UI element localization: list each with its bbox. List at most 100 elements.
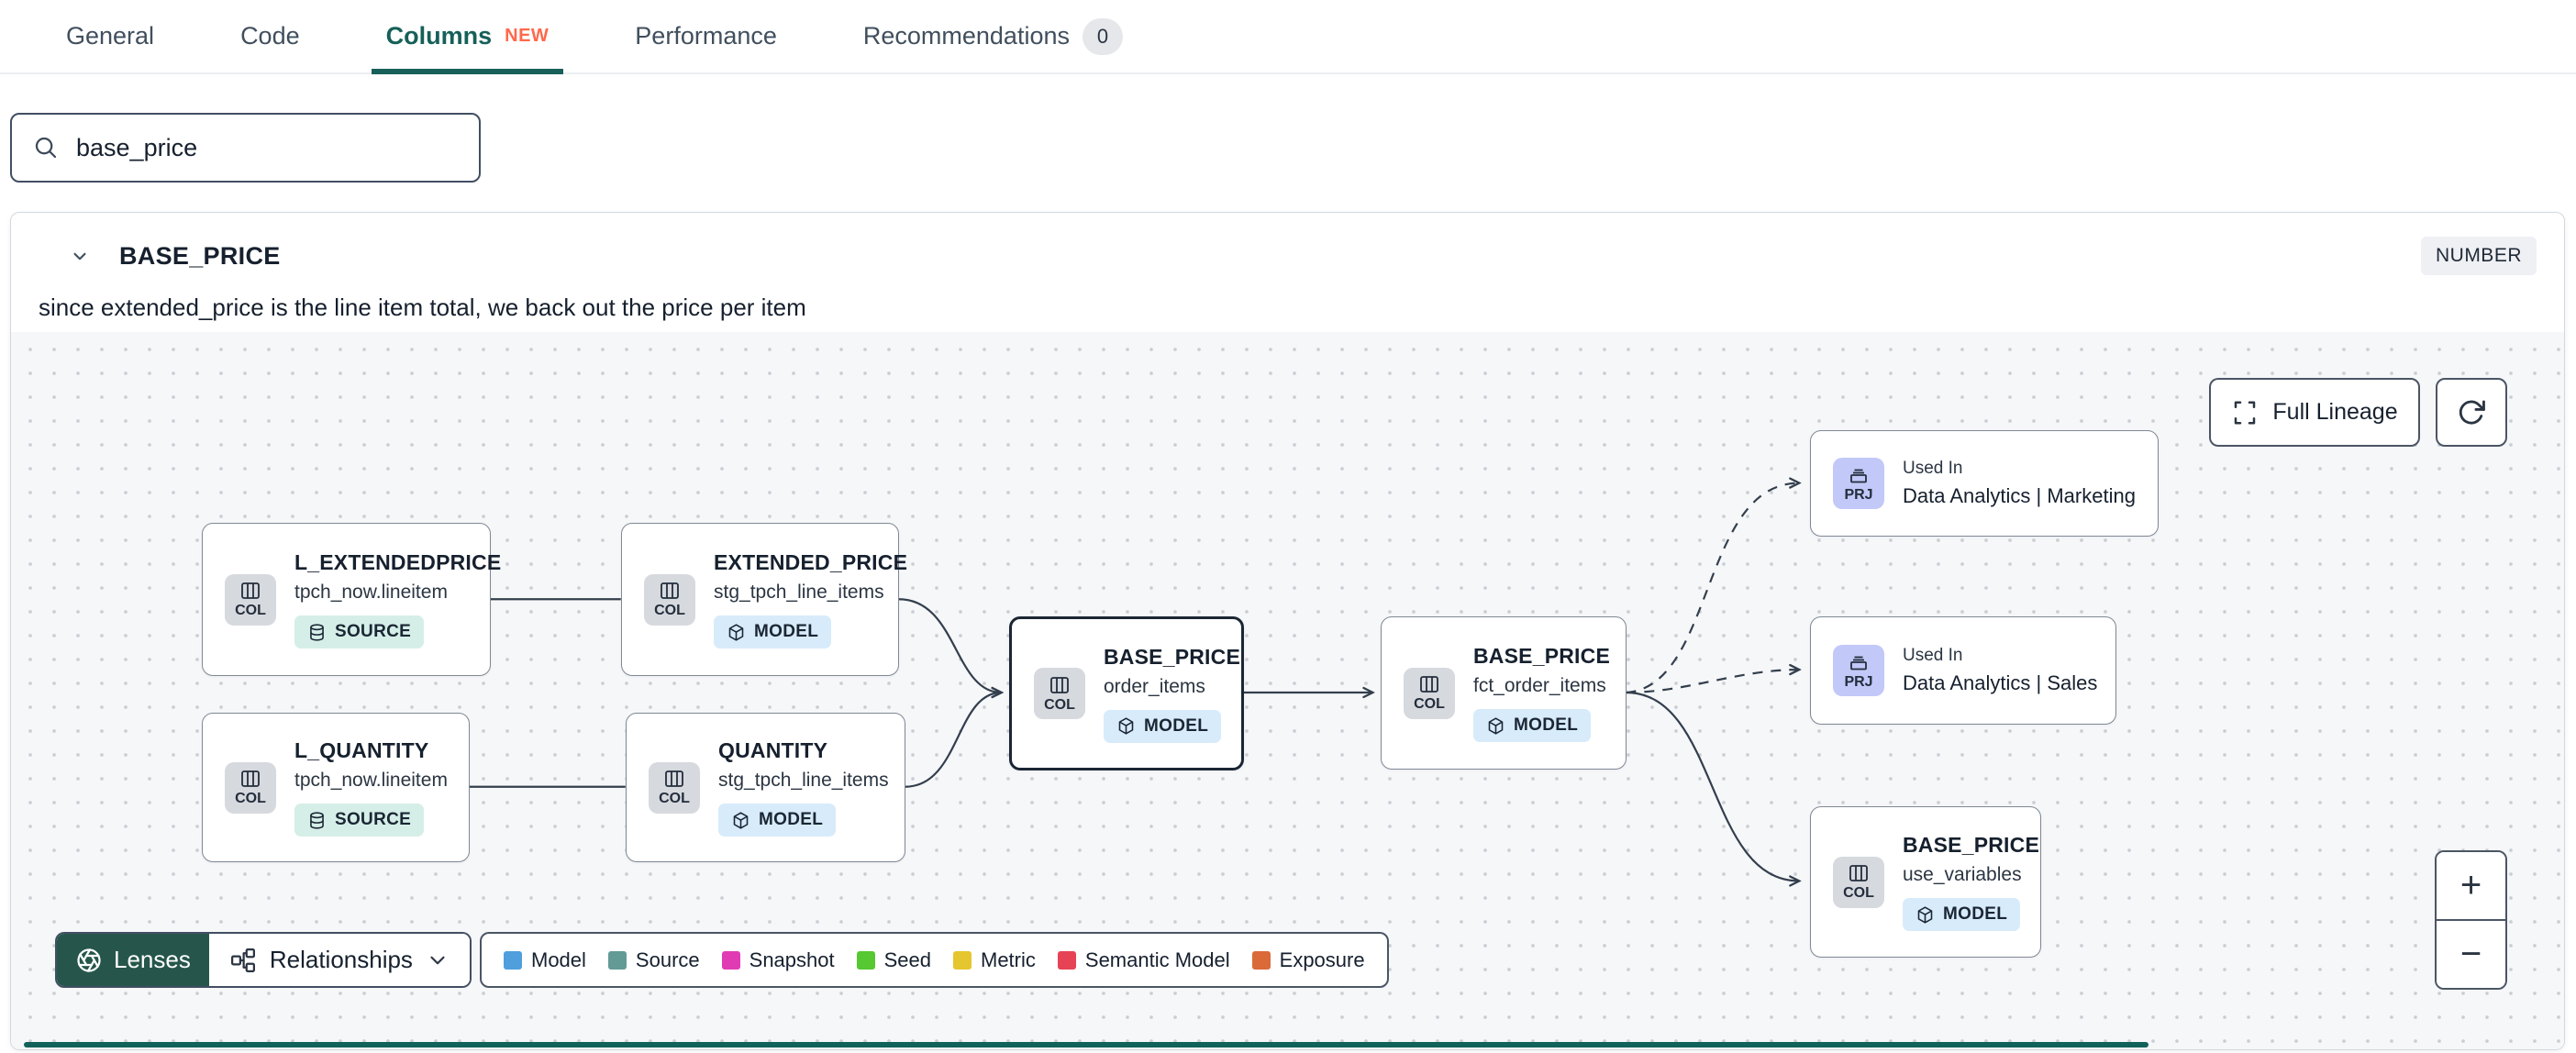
project-chip: PRJ xyxy=(1833,645,1884,696)
source-badge: SOURCE xyxy=(294,615,425,648)
lenses-button[interactable]: Lenses xyxy=(57,934,209,986)
new-badge: NEW xyxy=(505,26,550,46)
columns-icon xyxy=(241,770,260,787)
legend-item-metric: Metric xyxy=(953,948,1036,972)
legend-label: Seed xyxy=(883,948,931,971)
search-box[interactable] xyxy=(10,113,481,183)
legend-item-source: Source xyxy=(607,948,700,972)
tab-columns-label: Columns xyxy=(385,22,493,50)
tab-performance[interactable]: Performance xyxy=(635,0,777,72)
node-subtitle: tpch_now.lineitem xyxy=(294,582,448,603)
badge-label: SOURCE xyxy=(335,622,412,641)
chip-label: COL xyxy=(1414,696,1445,712)
collapse-chevron-icon[interactable] xyxy=(64,240,95,272)
legend-item-exposure: Exposure xyxy=(1251,948,1365,972)
legend-item-model: Model xyxy=(504,948,586,972)
model-badge: MODEL xyxy=(1473,709,1592,742)
semantic-model-swatch xyxy=(1057,950,1076,970)
tab-recommendations-label: Recommendations xyxy=(862,22,1070,50)
lineage-node-l-extendedprice[interactable]: COL L_EXTENDEDPRICE tpch_now.lineitem SO… xyxy=(202,523,501,676)
archive-icon xyxy=(1850,469,1867,482)
chip-label: COL xyxy=(659,791,690,806)
aperture-icon xyxy=(77,948,101,972)
cube-icon xyxy=(1917,905,1933,924)
node-title: Data Analytics | Marketing xyxy=(1903,484,2136,507)
expand-icon xyxy=(2235,401,2256,424)
full-lineage-label: Full Lineage xyxy=(2272,399,2398,425)
node-subtitle: stg_tpch_line_items xyxy=(714,582,884,603)
node-subtitle: use_variables xyxy=(1903,864,2022,885)
column-description: since extended_price is the line item to… xyxy=(39,294,806,321)
chip-label: PRJ xyxy=(1844,486,1873,503)
legend-label: Snapshot xyxy=(749,948,835,971)
node-title: BASE_PRICE xyxy=(1473,644,1610,668)
node-title: L_EXTENDEDPRICE xyxy=(294,550,502,574)
relationships-dropdown[interactable]: Relationships xyxy=(208,934,470,986)
node-subtitle: order_items xyxy=(1104,675,1205,697)
model-badge: MODEL xyxy=(714,615,832,648)
lineage-node-base-price-use-variables[interactable]: COL BASE_PRICE use_variables MODEL xyxy=(1810,806,2041,958)
badge-label: MODEL xyxy=(1514,715,1579,735)
columns-icon xyxy=(1050,676,1069,693)
badge-label: MODEL xyxy=(1943,904,2008,924)
node-subtitle: stg_tpch_line_items xyxy=(718,770,889,791)
lineage-node-quantity[interactable]: COL QUANTITY stg_tpch_line_items MODEL xyxy=(626,713,905,862)
source-badge: SOURCE xyxy=(294,804,425,837)
zoom-in-button[interactable]: + xyxy=(2437,852,2505,919)
model-badge: MODEL xyxy=(1903,898,2021,931)
tab-recommendations[interactable]: Recommendations 0 xyxy=(863,0,1123,72)
detail-tabbar: General Code Columns NEW Performance Rec… xyxy=(0,0,2576,74)
node-title: L_QUANTITY xyxy=(294,738,429,762)
model-swatch xyxy=(504,950,522,970)
model-badge: MODEL xyxy=(718,804,837,837)
exposure-swatch xyxy=(1251,950,1271,970)
legend-item-snapshot: Snapshot xyxy=(721,948,835,972)
node-title: Data Analytics | Sales xyxy=(1903,671,2098,694)
tab-general[interactable]: General xyxy=(66,0,154,72)
columns-icon xyxy=(1420,676,1438,693)
badge-label: SOURCE xyxy=(335,810,412,829)
column-chip: COL xyxy=(649,761,700,814)
tab-code-label: Code xyxy=(240,22,300,50)
node-title: BASE_PRICE xyxy=(1104,644,1240,669)
zoom-out-button[interactable]: − xyxy=(2437,919,2505,988)
legend-item-seed: Seed xyxy=(856,948,931,972)
chip-label: COL xyxy=(235,791,266,806)
legend-label: Model xyxy=(531,948,586,971)
lineage-node-base-price-order-items[interactable]: COL BASE_PRICE order_items MODEL xyxy=(1009,616,1244,770)
columns-icon xyxy=(241,582,260,599)
tab-general-label: General xyxy=(66,22,155,50)
refresh-icon xyxy=(2459,400,2485,425)
node-subtitle: fct_order_items xyxy=(1473,675,1606,696)
node-title: QUANTITY xyxy=(718,738,828,762)
legend-label: Exposure xyxy=(1279,948,1365,971)
column-chip: COL xyxy=(225,573,276,626)
full-lineage-button[interactable]: Full Lineage xyxy=(2209,378,2420,447)
node-title: EXTENDED_PRICE xyxy=(714,550,908,574)
legend-label: Semantic Model xyxy=(1084,948,1230,971)
lineage-node-extended-price[interactable]: COL EXTENDED_PRICE stg_tpch_line_items M… xyxy=(621,523,907,676)
lineage-canvas[interactable]: COL L_EXTENDEDPRICE tpch_now.lineitem SO… xyxy=(11,332,2564,1049)
source-swatch xyxy=(607,950,627,970)
database-icon xyxy=(310,811,324,829)
column-search-input[interactable] xyxy=(76,133,459,162)
tab-columns[interactable]: Columns NEW xyxy=(371,0,563,74)
lineage-node-used-in-marketing[interactable]: PRJ Used In Data Analytics | Marketing xyxy=(1810,430,2159,537)
zoom-control: + − xyxy=(2435,850,2507,990)
lineage-node-used-in-sales[interactable]: PRJ Used In Data Analytics | Sales xyxy=(1810,616,2116,725)
node-title: BASE_PRICE xyxy=(1903,833,2039,857)
column-chip: COL xyxy=(1404,667,1455,719)
search-icon xyxy=(35,137,57,159)
lineage-node-l-quantity[interactable]: COL L_QUANTITY tpch_now.lineitem SOURCE xyxy=(202,713,470,862)
lineage-node-base-price-fct-order-items[interactable]: COL BASE_PRICE fct_order_items MODEL xyxy=(1381,616,1627,770)
lenses-toolbar: Lenses Relationships xyxy=(55,932,472,988)
search-row xyxy=(0,74,2576,183)
tab-performance-label: Performance xyxy=(635,22,777,50)
horizontal-scrollbar[interactable] xyxy=(24,1042,2149,1047)
column-panel-header: BASE_PRICE NUMBER xyxy=(11,213,2564,277)
cube-icon xyxy=(1118,717,1134,735)
project-chip: PRJ xyxy=(1833,458,1884,509)
tab-code[interactable]: Code xyxy=(240,0,300,72)
refresh-button[interactable] xyxy=(2436,378,2507,447)
column-type-badge: NUMBER xyxy=(2420,237,2537,275)
